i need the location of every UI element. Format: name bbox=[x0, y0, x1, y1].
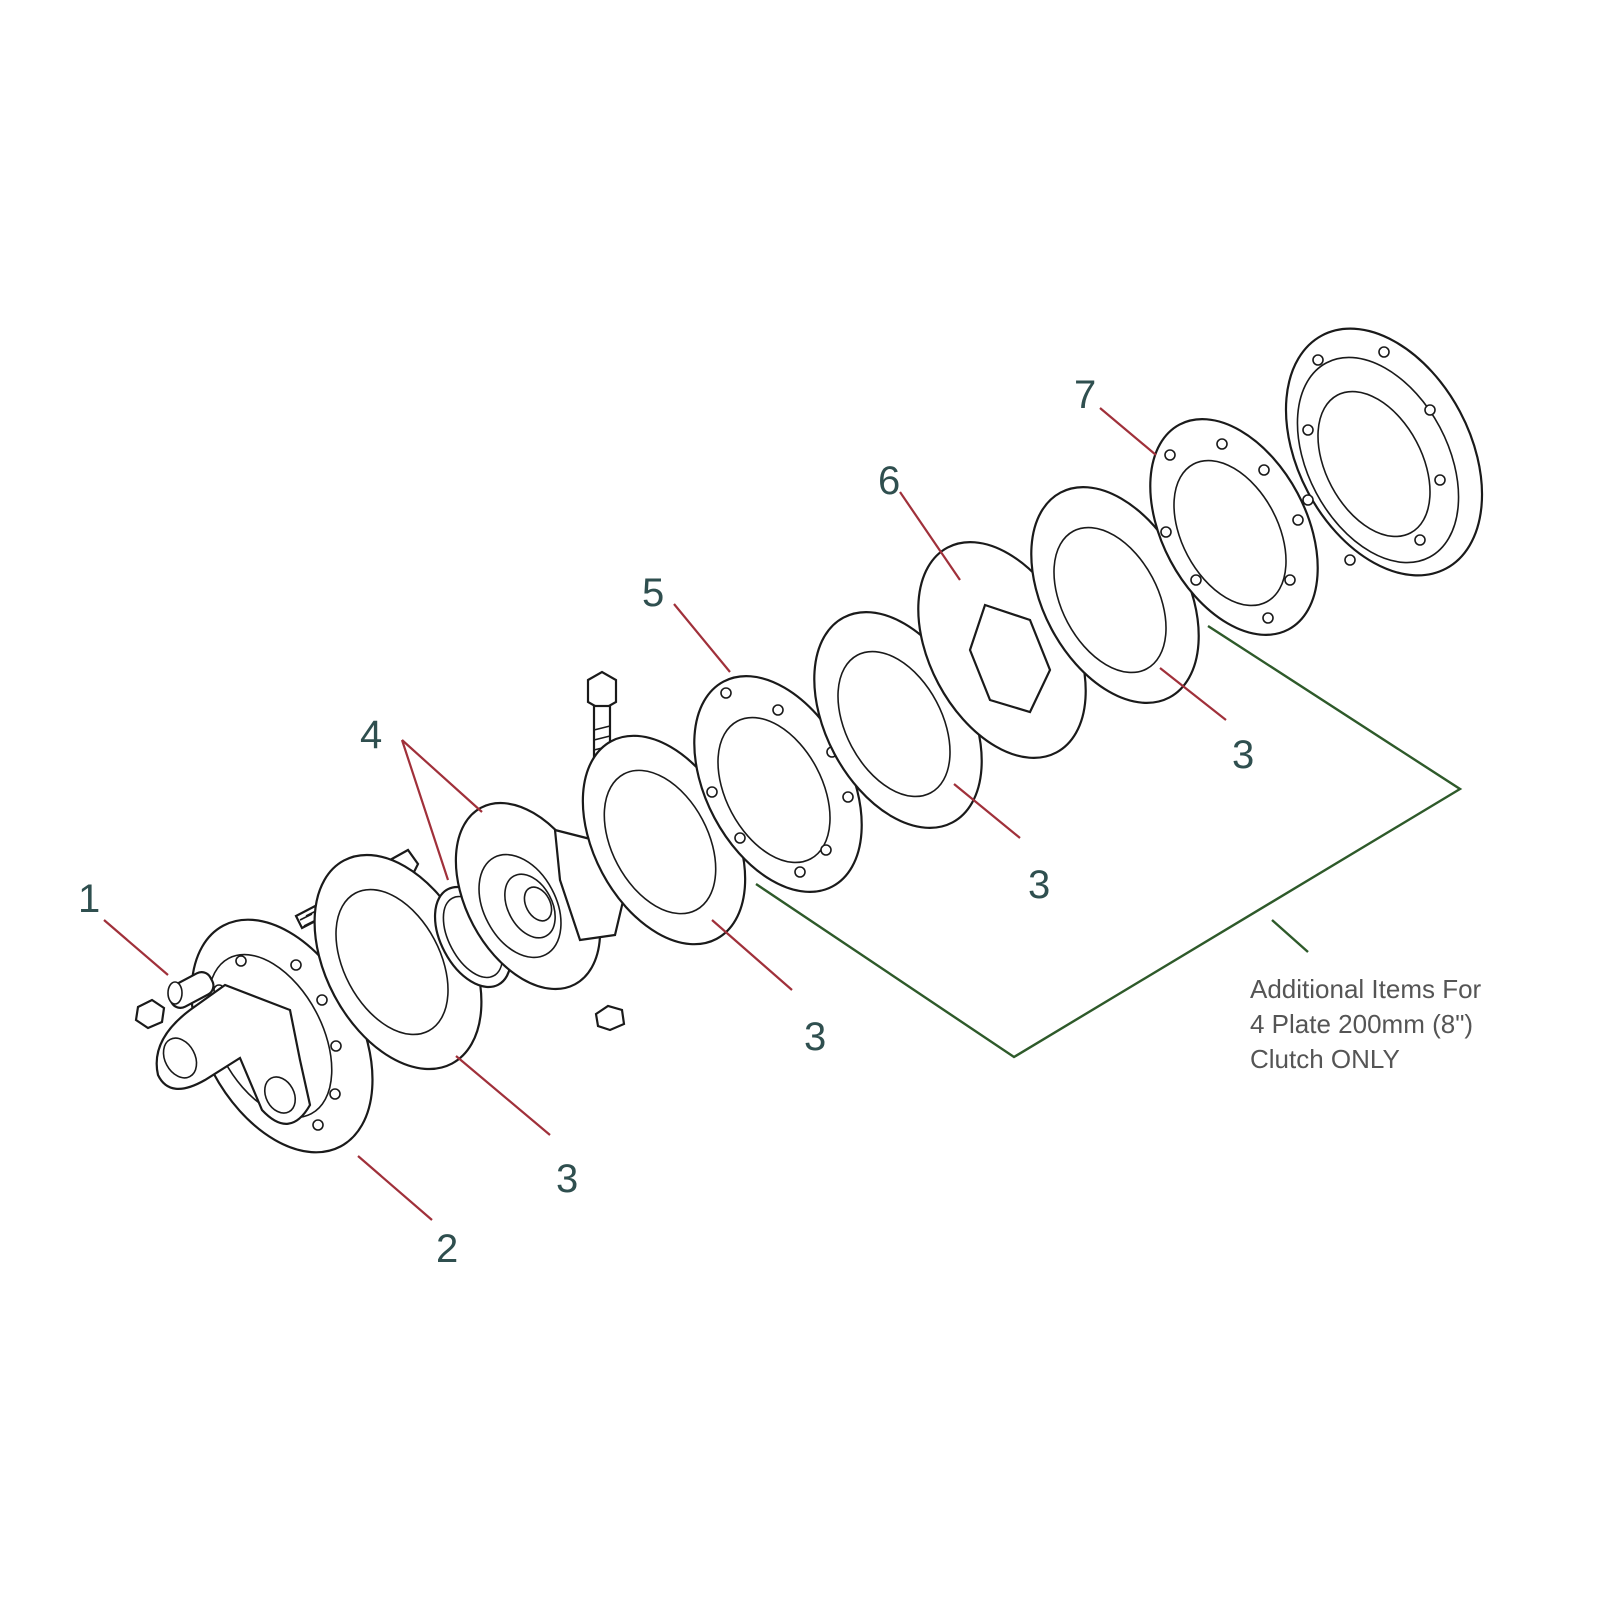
leader-2 bbox=[357, 1155, 433, 1221]
leader-4a bbox=[401, 739, 483, 813]
leader-3c bbox=[953, 783, 1021, 839]
callout-6: 6 bbox=[878, 459, 900, 503]
callout-5: 5 bbox=[642, 571, 664, 615]
leader-5 bbox=[673, 603, 731, 673]
note-line-1: Additional Items For bbox=[1250, 974, 1482, 1004]
leader-lines bbox=[103, 407, 1227, 1221]
callout-3b: 3 bbox=[804, 1015, 826, 1059]
shear-pin-part bbox=[134, 971, 215, 1030]
vertical-bolt-part bbox=[586, 670, 626, 1032]
intermediate-plate-5 bbox=[693, 675, 863, 893]
callout-2: 2 bbox=[436, 1227, 458, 1271]
callout-3a: 3 bbox=[556, 1157, 578, 1201]
leader-3d bbox=[1159, 667, 1227, 721]
note-line-3: Clutch ONLY bbox=[1250, 1044, 1400, 1074]
nut-icon bbox=[134, 998, 166, 1030]
callout-1: 1 bbox=[78, 877, 100, 921]
callout-3c: 3 bbox=[1028, 863, 1050, 907]
leader-4b bbox=[400, 739, 450, 881]
callout-4: 4 bbox=[360, 713, 382, 757]
additional-items-bracket bbox=[755, 624, 1463, 1059]
leader-7 bbox=[1099, 407, 1157, 456]
nut-icon bbox=[594, 1004, 626, 1032]
leader-3b bbox=[711, 919, 793, 991]
callout-7: 7 bbox=[1074, 373, 1096, 417]
note-line-2: 4 Plate 200mm (8") bbox=[1250, 1009, 1474, 1039]
intermediate-plate-7 bbox=[1149, 418, 1319, 636]
leader-3a bbox=[455, 1055, 551, 1136]
additional-items-note: Additional Items For 4 Plate 200mm (8") … bbox=[1250, 972, 1481, 1077]
leader-6 bbox=[899, 491, 961, 581]
callout-labels: 1 2 3 4 3 5 3 6 3 7 bbox=[78, 373, 1254, 1271]
clutch-cover-part bbox=[1284, 327, 1484, 577]
leader-1 bbox=[103, 919, 169, 976]
callout-3d: 3 bbox=[1232, 733, 1254, 777]
